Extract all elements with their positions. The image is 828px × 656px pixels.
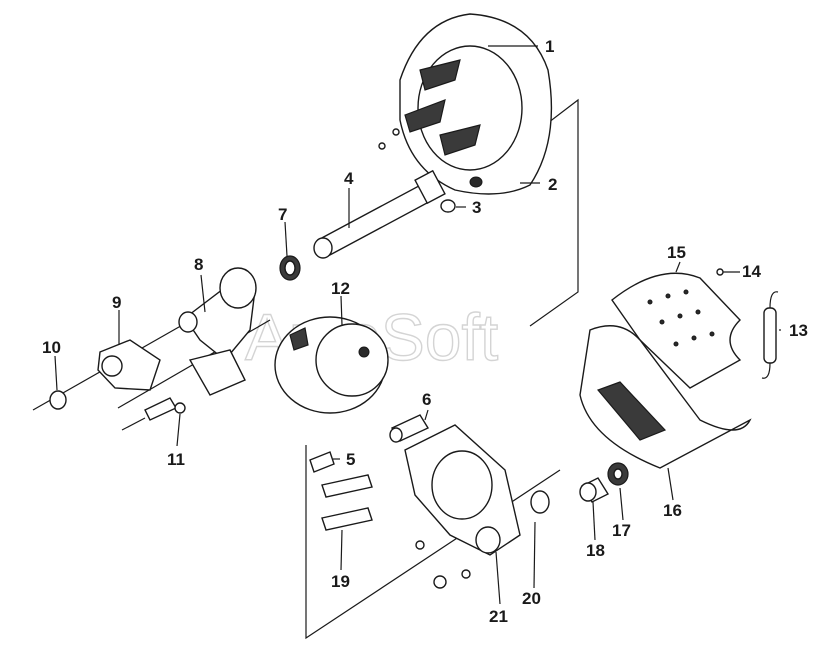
callout-8: 8 bbox=[194, 255, 203, 274]
pins-part bbox=[321, 474, 373, 531]
callout-11: 11 bbox=[167, 450, 185, 469]
brake-chamber-part bbox=[274, 316, 389, 414]
callout-9: 9 bbox=[112, 293, 121, 312]
callout-19: 19 bbox=[331, 572, 350, 591]
spider-part bbox=[404, 424, 521, 589]
camshaft-bracket-part bbox=[178, 267, 257, 396]
callout-3: 3 bbox=[472, 198, 481, 217]
clevis-pin-part bbox=[121, 397, 186, 431]
callout-17: 17 bbox=[612, 521, 631, 540]
nut-part-3 bbox=[440, 199, 456, 213]
anchor-pin-part bbox=[579, 477, 610, 503]
callout-13: 13 bbox=[789, 321, 808, 340]
slack-adjuster-part bbox=[97, 339, 161, 391]
callout-15: 15 bbox=[667, 243, 686, 262]
callout-2: 2 bbox=[548, 175, 557, 194]
camshaft-part bbox=[313, 169, 446, 259]
rivet-part bbox=[716, 268, 724, 276]
brake-lining-part bbox=[611, 272, 742, 389]
callout-18: 18 bbox=[586, 541, 605, 560]
seal-part-20 bbox=[530, 490, 550, 514]
callout-7: 7 bbox=[278, 205, 287, 224]
callout-4: 4 bbox=[344, 169, 354, 188]
lining-rivets bbox=[647, 289, 715, 347]
callout-labels: 1 2 3 4 5 6 7 8 9 10 11 12 13 14 15 16 1… bbox=[42, 37, 808, 626]
brake-shoe-part bbox=[579, 325, 752, 469]
callout-14: 14 bbox=[742, 262, 761, 281]
dust-shield-part bbox=[378, 13, 553, 195]
clip-part bbox=[309, 451, 335, 473]
callout-5: 5 bbox=[346, 450, 355, 469]
callout-16: 16 bbox=[663, 501, 682, 520]
return-spring-part bbox=[761, 291, 779, 379]
snap-ring-part bbox=[49, 390, 67, 410]
bushing-part bbox=[389, 414, 430, 443]
callout-12: 12 bbox=[331, 279, 350, 298]
callout-10: 10 bbox=[42, 338, 61, 357]
seal-ring-part-7 bbox=[279, 255, 301, 281]
leader-lines bbox=[54, 45, 781, 605]
callout-1: 1 bbox=[545, 37, 554, 56]
callout-21: 21 bbox=[489, 607, 508, 626]
callout-20: 20 bbox=[522, 589, 541, 608]
roller-part bbox=[607, 462, 629, 486]
callout-6: 6 bbox=[422, 390, 431, 409]
